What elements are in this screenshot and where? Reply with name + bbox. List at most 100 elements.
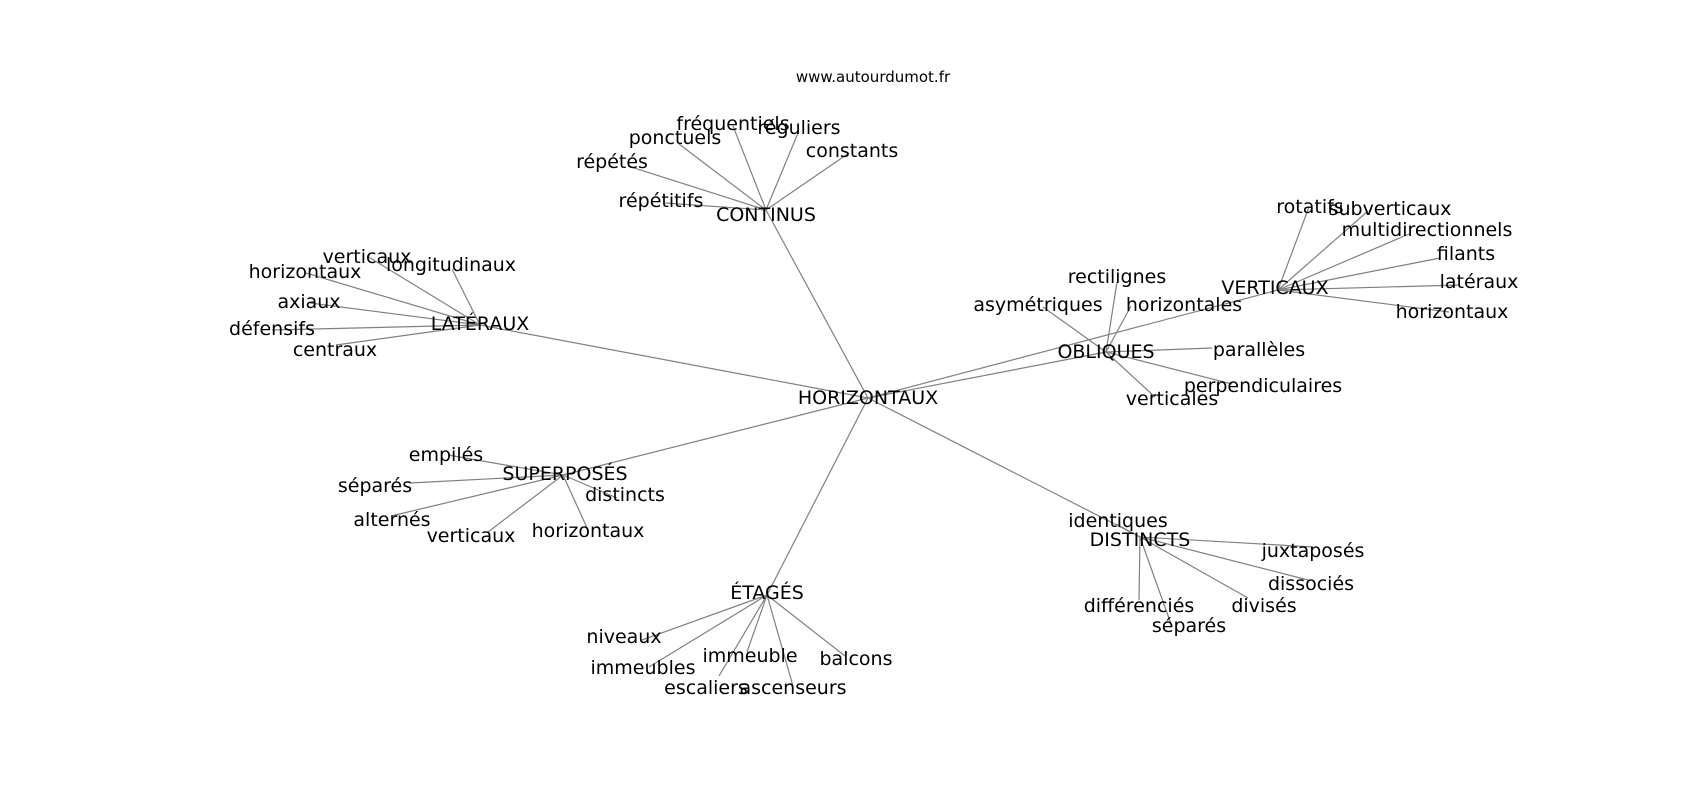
- edge-hub-to-leaf: [1139, 536, 1249, 599]
- hub-node-label: ÉTAGÉS: [730, 581, 804, 604]
- edge-hub-to-leaf: [766, 594, 794, 687]
- edge-hub-to-leaf: [1277, 284, 1461, 291]
- edge-hub-to-leaf: [765, 132, 799, 211]
- edge-hub-to-leaf: [1277, 289, 1450, 313]
- hub-node-label: LATÉRAUX: [431, 312, 530, 335]
- leaf-node-label: immeubles: [591, 657, 696, 679]
- edge-hub-to-leaf: [562, 474, 589, 531]
- hub-node-label: DISTINCTS: [1090, 529, 1191, 551]
- hub-node-label: OBLIQUES: [1057, 341, 1154, 363]
- leaf-node-label: horizontaux: [1396, 301, 1509, 323]
- edge-hub-to-leaf: [451, 268, 481, 326]
- leaf-node-label: divisés: [1231, 595, 1296, 617]
- edge-hub-to-leaf: [641, 594, 768, 641]
- edge-hub-to-leaf: [1105, 347, 1213, 353]
- edge-hub-to-leaf: [1042, 306, 1107, 353]
- edge-hub-to-leaf: [562, 474, 618, 499]
- leaf-node-label: rotatifs: [1276, 196, 1343, 218]
- graph-edges: [271, 125, 1461, 687]
- leaf-node-label: asymétriques: [973, 294, 1102, 316]
- leaf-node-label: séparés: [338, 475, 412, 497]
- graph-labels: HORIZONTAUX CONTINUS fréquentielsréguliers…: [229, 113, 1518, 699]
- leaf-node-label: multidirectionnels: [1342, 219, 1513, 241]
- leaf-node-label: niveaux: [586, 626, 661, 648]
- center-node-label: HORIZONTAUX: [798, 387, 938, 409]
- edge-hub-to-leaf: [1115, 523, 1141, 538]
- edge-hub-to-leaf: [1277, 206, 1310, 291]
- leaf-node-label: constants: [806, 140, 899, 162]
- edge-hub-to-leaf: [390, 474, 564, 517]
- leaf-node-label: longitudinaux: [386, 254, 516, 276]
- leaf-node-label: subverticaux: [1329, 198, 1452, 220]
- edge-hub-to-leaf: [1105, 281, 1118, 353]
- leaf-node-label: verticaux: [323, 246, 412, 268]
- edge-hub-to-leaf: [335, 324, 481, 346]
- edge-center-to-hub: [766, 397, 869, 596]
- leaf-node-label: balcons: [820, 648, 893, 670]
- edge-hub-to-leaf: [1277, 233, 1410, 291]
- edge-center-to-hub: [867, 351, 1107, 399]
- leaf-node-label: latéraux: [1440, 271, 1519, 293]
- leaf-node-label: réguliers: [757, 117, 840, 139]
- hub-node-label: VERTICAUX: [1221, 277, 1328, 299]
- edge-hub-to-leaf: [718, 594, 768, 677]
- leaf-node-label: escaliers: [664, 677, 748, 699]
- edge-hub-to-leaf: [765, 152, 850, 211]
- leaf-node-label: rectilignes: [1068, 266, 1167, 288]
- edge-hub-to-leaf: [664, 202, 767, 211]
- edge-hub-to-leaf: [678, 143, 767, 211]
- leaf-node-label: séparés: [1152, 615, 1226, 637]
- edge-hub-to-leaf: [766, 594, 846, 657]
- leaf-node-label: identiques: [1068, 510, 1168, 532]
- edge-hub-to-leaf: [732, 125, 767, 211]
- edge-hub-to-leaf: [1105, 305, 1132, 353]
- edge-hub-to-leaf: [746, 594, 768, 653]
- edge-hub-to-leaf: [648, 594, 768, 668]
- edge-center-to-hub: [867, 289, 1279, 399]
- edge-hub-to-leaf: [309, 302, 481, 326]
- edge-hub-to-leaf: [1139, 536, 1309, 581]
- edge-center-to-hub: [562, 397, 869, 476]
- leaf-node-label: immeuble: [702, 645, 797, 667]
- leaf-node-label: juxtaposés: [1261, 540, 1365, 562]
- leaf-node-label: dissociés: [1268, 573, 1354, 595]
- edge-hub-to-leaf: [409, 474, 564, 484]
- leaf-node-label: répétitifs: [619, 190, 704, 212]
- edge-hub-to-leaf: [1105, 351, 1156, 398]
- leaf-node-label: alternés: [353, 509, 430, 531]
- leaf-node-label: ponctuels: [629, 127, 722, 149]
- edge-hub-to-leaf: [487, 474, 564, 533]
- edge-hub-to-leaf: [1138, 536, 1141, 601]
- leaf-node-label: parallèles: [1213, 339, 1305, 361]
- edge-hub-to-leaf: [1139, 536, 1314, 548]
- edge-center-to-hub: [479, 324, 869, 399]
- edge-hub-to-leaf: [271, 324, 481, 331]
- leaf-node-label: horizontales: [1126, 294, 1242, 316]
- edge-hub-to-leaf: [627, 165, 767, 211]
- leaf-node-label: fréquentiels: [676, 113, 789, 135]
- leaf-node-label: perpendiculaires: [1184, 375, 1342, 397]
- leaf-node-label: horizontaux: [249, 261, 362, 283]
- hub-node-label: SUPERPOSÉS: [502, 462, 627, 485]
- site-watermark: www.autourdumot.fr: [796, 68, 951, 86]
- edge-hub-to-leaf: [1277, 257, 1441, 291]
- edge-hub-to-leaf: [1105, 351, 1233, 385]
- leaf-node-label: distincts: [585, 484, 665, 506]
- leaf-node-label: centraux: [293, 339, 377, 361]
- leaf-node-label: répétés: [576, 151, 648, 173]
- leaf-node-label: verticales: [1126, 388, 1218, 410]
- leaf-node-label: ascenseurs: [739, 677, 846, 699]
- edge-center-to-hub: [867, 397, 1141, 538]
- leaf-node-label: filants: [1437, 243, 1495, 265]
- leaf-node-label: empilés: [409, 444, 483, 466]
- leaf-node-label: défensifs: [229, 318, 315, 340]
- leaf-node-label: horizontaux: [532, 520, 645, 542]
- edge-hub-to-leaf: [305, 272, 481, 326]
- edge-hub-to-leaf: [1139, 536, 1172, 625]
- edge-hub-to-leaf: [447, 454, 564, 476]
- hub-node-label: CONTINUS: [716, 204, 816, 226]
- edge-hub-to-leaf: [1277, 210, 1369, 291]
- leaf-node-label: verticaux: [427, 525, 516, 547]
- leaf-node-label: axiaux: [277, 291, 340, 313]
